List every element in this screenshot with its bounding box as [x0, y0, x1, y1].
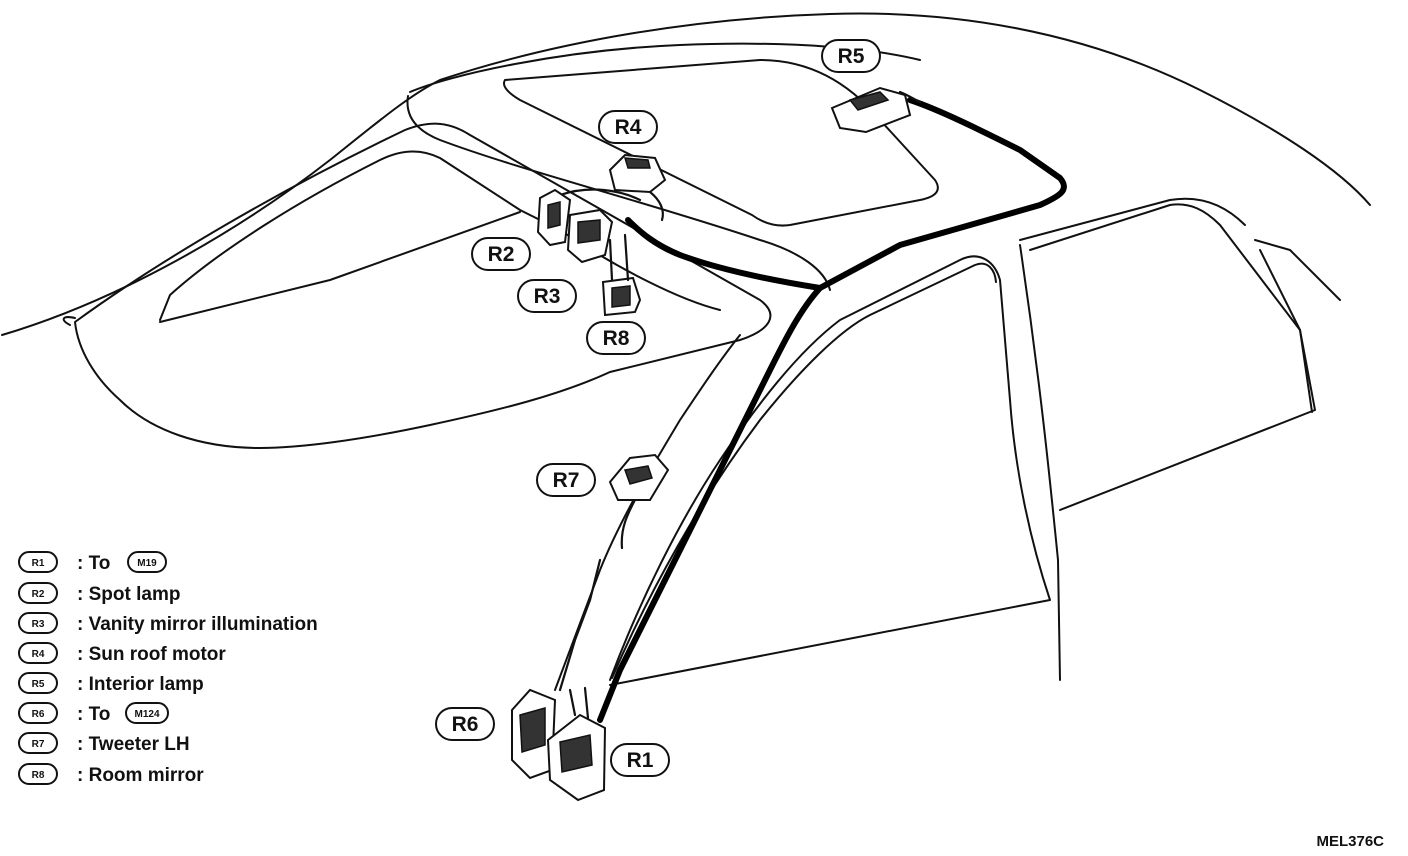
legend-text: : Sun roof motor — [77, 644, 226, 665]
connector-r4 — [608, 153, 667, 194]
connector-r8 — [601, 233, 642, 317]
callout-r1: R1 — [610, 743, 670, 777]
legend-item: R7 : Tweeter LH — [18, 732, 190, 755]
legend-item: R4 : Sun roof motor — [18, 642, 226, 665]
legend-code: R5 — [32, 679, 45, 690]
legend-code: R4 — [32, 649, 45, 660]
figure-id: MEL376C — [1316, 833, 1384, 850]
legend: R1 : To M19 R2 : Spot lamp R3 : Vanity m… — [18, 551, 318, 786]
legend-code: R6 — [32, 709, 45, 720]
callout-r3: R3 — [517, 279, 577, 313]
legend-code: R3 — [32, 619, 45, 630]
connector-r1 — [546, 686, 607, 802]
callout-r1-label: R1 — [627, 749, 654, 772]
connector-r3 — [566, 208, 614, 264]
legend-code: R1 — [32, 558, 45, 569]
callout-r7-label: R7 — [553, 469, 580, 492]
legend-item: R3 : Vanity mirror illumination — [18, 612, 318, 635]
callout-r2-label: R2 — [488, 243, 515, 266]
legend-text: : Vanity mirror illumination — [77, 614, 318, 635]
connector-r7 — [608, 453, 670, 501]
callout-r4-label: R4 — [615, 116, 642, 139]
callout-r3-label: R3 — [534, 285, 561, 308]
legend-item: R5 : Interior lamp — [18, 672, 204, 695]
legend-code: R2 — [32, 589, 45, 600]
legend-item: R6 : To M124 — [18, 702, 169, 725]
legend-ref: M124 — [134, 709, 159, 720]
legend-ref: M19 — [137, 558, 157, 569]
callout-r8-label: R8 — [603, 327, 630, 350]
legend-item: R8 : Room mirror — [18, 763, 204, 786]
legend-code: R7 — [32, 739, 45, 750]
legend-text: : Spot lamp — [77, 584, 180, 605]
legend-text: : Room mirror — [77, 765, 204, 786]
legend-code: R8 — [32, 770, 45, 781]
callout-r7: R7 — [536, 463, 596, 497]
connector-r2 — [536, 188, 572, 247]
callout-r6-label: R6 — [452, 713, 479, 736]
legend-text: : Interior lamp — [77, 674, 204, 695]
callout-r2: R2 — [471, 237, 531, 271]
connector-r5 — [830, 86, 922, 134]
callout-r4: R4 — [598, 110, 658, 144]
legend-text: : Tweeter LH — [77, 734, 190, 755]
callout-r5-label: R5 — [838, 45, 865, 68]
callout-r5: R5 — [821, 39, 881, 73]
legend-text: : To — [77, 704, 110, 725]
legend-item: R1 : To M19 — [18, 551, 167, 574]
roof-harness — [558, 97, 1067, 723]
car-body-outline — [1, 12, 1371, 691]
legend-text: : To — [77, 553, 110, 574]
callout-r8: R8 — [586, 321, 646, 355]
legend-item: R2 : Spot lamp — [18, 582, 180, 605]
callout-r6: R6 — [435, 707, 495, 741]
